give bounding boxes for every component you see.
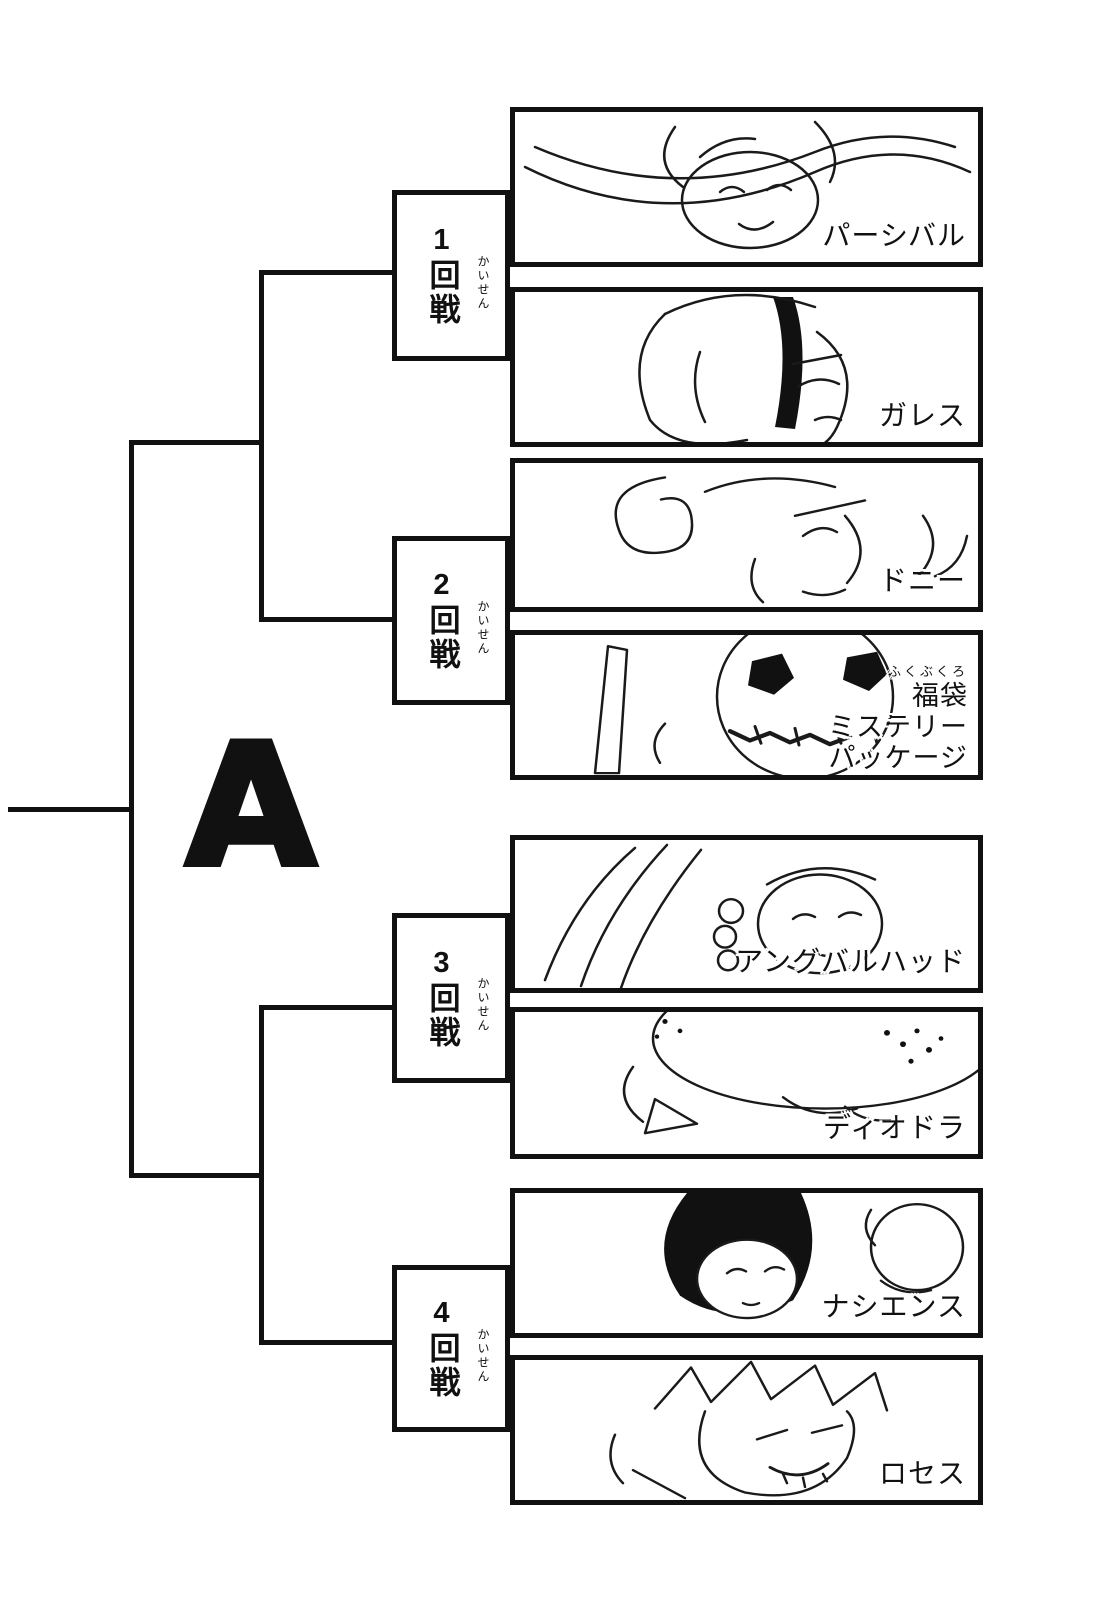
round-furigana: かいせん <box>476 599 490 656</box>
bracket-line-semi-top <box>129 440 262 445</box>
round-2-text: 2回戦 <box>424 569 460 672</box>
portrait-sketch-diodra <box>622 1012 978 1135</box>
entrant-name: パーシバル <box>822 220 966 251</box>
round-2-bracket: 2回戦 かいせん <box>392 536 510 705</box>
round-kanji: 回戦 <box>424 259 460 327</box>
round-3-text: 3回戦 <box>424 946 460 1050</box>
round-1-label: 1回戦 かいせん <box>397 195 505 356</box>
bracket-line-match2-mid <box>262 617 392 622</box>
round-1-text: 1回戦 <box>424 224 460 327</box>
entrant-box-mystery-package: ふくぶくろ 福袋 ミステリー パッケージ <box>510 630 983 780</box>
round-number: 4 <box>425 1297 458 1332</box>
entrant-box-nasiens: ナシエンス <box>510 1188 983 1338</box>
round-furigana: かいせん <box>476 254 490 311</box>
bracket-line-feed <box>8 807 131 812</box>
portrait-sketch-percival <box>523 120 972 250</box>
entrant-name-line: ミステリー <box>828 711 968 742</box>
entrant-name-line: 福袋 <box>912 680 968 711</box>
round-1-bracket: 1回戦 かいせん <box>392 190 510 361</box>
round-number: 1 <box>425 224 458 259</box>
bracket-line-main-vertical <box>129 440 134 1178</box>
bracket-line-connector-bottom-vertical <box>259 1005 264 1345</box>
round-kanji: 回戦 <box>424 981 460 1050</box>
entrant-name-block: ふくぶくろ 福袋 ミステリー パッケージ <box>828 664 968 774</box>
round-4-text: 4回戦 <box>424 1297 460 1400</box>
round-2-label: 2回戦 かいせん <box>397 541 505 700</box>
portrait-sketch-anghalhad <box>543 843 884 988</box>
entrant-box-percival: パーシバル <box>510 107 983 267</box>
portrait-sketch-mystery-package <box>593 635 895 775</box>
round-kanji: 回戦 <box>424 1332 460 1400</box>
round-furigana: かいせん <box>476 1328 490 1385</box>
entrant-box-anghalhad: アングバルハッド <box>510 835 983 993</box>
group-a-label: A <box>183 708 319 904</box>
portrait-sketch-roses <box>609 1360 889 1500</box>
entrant-name: ディオドラ <box>822 1112 966 1143</box>
round-furigana: かいせん <box>476 977 490 1034</box>
round-3-bracket: 3回戦 かいせん <box>392 913 510 1083</box>
round-4-label: 4回戦 かいせん <box>397 1270 505 1427</box>
round-kanji: 回戦 <box>424 604 460 672</box>
bracket-line-semi-bottom <box>129 1173 262 1178</box>
bracket-line-match3-mid <box>262 1005 392 1010</box>
entrant-box-roses: ロセス <box>510 1355 983 1505</box>
entrant-name: ドニー <box>878 565 966 596</box>
round-4-bracket: 4回戦 かいせん <box>392 1265 510 1432</box>
entrant-name: ロセス <box>878 1458 966 1489</box>
bracket-line-match4-mid <box>262 1340 392 1345</box>
entrant-name-line: パッケージ <box>828 743 968 774</box>
portrait-sketch-nasiens <box>664 1193 965 1320</box>
entrant-box-donny: ドニー <box>510 458 983 612</box>
entrant-name: ガレス <box>878 400 966 431</box>
entrant-name-furigana: ふくぶくろ <box>887 664 968 679</box>
bracket-line-connector-top-vertical <box>259 270 264 622</box>
entrant-name: ナシエンス <box>821 1291 966 1322</box>
portrait-sketch-donny <box>614 476 969 604</box>
round-number: 3 <box>425 946 458 982</box>
round-3-label: 3回戦 かいせん <box>397 918 505 1078</box>
bracket-line-match1-mid <box>262 270 392 275</box>
round-number: 2 <box>425 569 458 604</box>
entrant-box-gareth: ガレス <box>510 287 983 447</box>
entrant-box-diodra: ディオドラ <box>510 1007 983 1159</box>
entrant-name: アングバルハッド <box>735 946 966 977</box>
portrait-sketch-gareth <box>638 293 849 442</box>
